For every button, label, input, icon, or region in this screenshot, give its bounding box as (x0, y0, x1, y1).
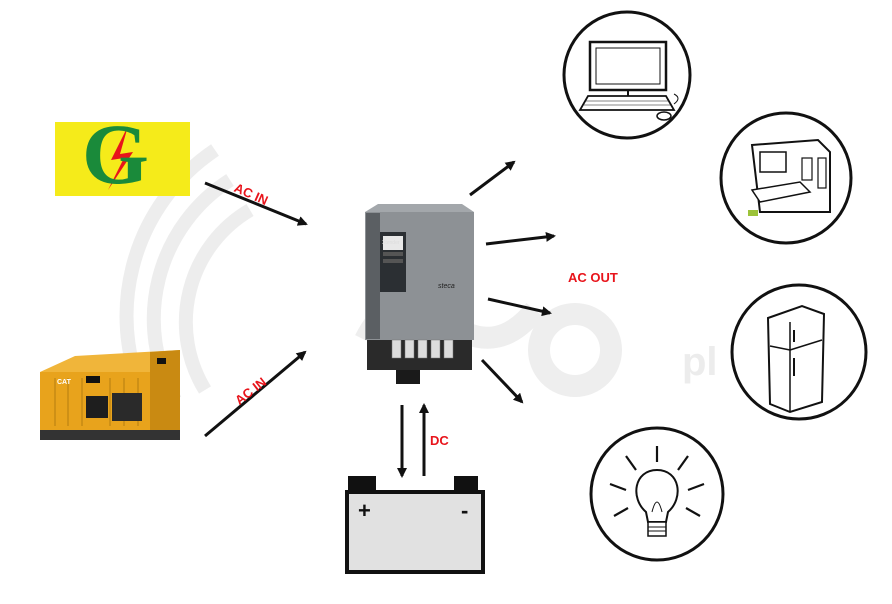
computer-icon (562, 10, 692, 140)
grid-logo-letter: G (82, 106, 149, 202)
arrow-to-bulb (480, 358, 524, 404)
label-dc: DC (430, 433, 449, 448)
label-ac-out: AC OUT (568, 270, 618, 285)
refrigerator-icon (730, 283, 868, 421)
battery-positive-sign: + (358, 498, 371, 523)
inverter-unit (365, 204, 474, 384)
atm-icon (719, 111, 853, 245)
light-bulb-icon (589, 426, 725, 562)
arrow-to-atm (485, 231, 556, 246)
generator-icon (40, 350, 180, 440)
arrow-generator-to-inverter (204, 350, 307, 438)
battery-negative-sign: - (461, 498, 468, 523)
inverter-brand-plate: Xtender (382, 240, 400, 246)
watermark-text: pl (682, 340, 718, 384)
arrow-grid-to-inverter (204, 181, 308, 226)
generator-brand-label: CAT (57, 379, 72, 386)
inverter-logo: steca (438, 283, 455, 290)
arrow-to-computer (469, 160, 516, 197)
arrow-to-fridge (487, 297, 552, 317)
battery-icon (345, 476, 485, 574)
grid-logo (55, 122, 190, 196)
